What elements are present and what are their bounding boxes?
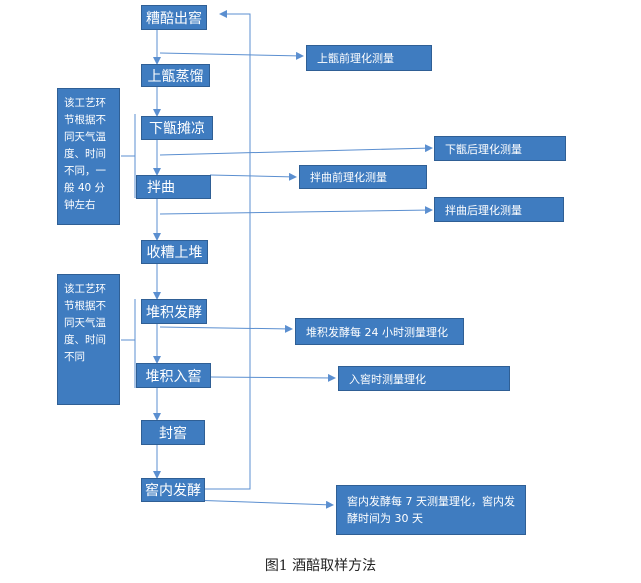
step-into-cellar: 堆积入窖 xyxy=(136,363,211,388)
arrow-measure-3 xyxy=(209,172,297,181)
arrow-measure-5 xyxy=(159,324,293,333)
note-1-bracket xyxy=(121,114,136,198)
step-pile-ferment: 堆积发酵 xyxy=(141,299,207,324)
step-cellar-out: 糟醅出窖 xyxy=(141,5,207,30)
note-2-bracket xyxy=(121,299,136,388)
arrow-measure-4 xyxy=(159,206,433,215)
measure-pile-ferment: 堆积发酵每 24 小时测量理化 xyxy=(295,318,464,345)
arrow-measure-6 xyxy=(209,373,336,382)
step-seal: 封窖 xyxy=(141,420,205,445)
measure-after-mix: 拌曲后理化测量 xyxy=(434,197,564,222)
step-cool: 下甑摊凉 xyxy=(141,116,213,140)
measure-cellar-ferment: 窖内发酵每 7 天测量理化，窖内发酵时间为 30 天 xyxy=(336,485,526,535)
step-pile: 收糟上堆 xyxy=(141,240,208,264)
step-distill: 上甑蒸馏 xyxy=(141,64,210,87)
note-process-duration: 该工艺环节根据不同天气温度、时间不同，一般 40 分钟左右 xyxy=(57,88,120,225)
measure-into-cellar: 入窖时测量理化 xyxy=(338,366,510,391)
measure-before-mix: 拌曲前理化测量 xyxy=(299,165,427,189)
arrow-measure-2 xyxy=(159,144,433,156)
arrow-loop-return xyxy=(205,10,251,490)
measure-before-distill: 上甑前理化测量 xyxy=(306,45,432,71)
figure-caption: 图1 酒醅取样方法 xyxy=(264,558,377,574)
arrow-measure-1 xyxy=(159,51,304,60)
note-process-variation: 该工艺环节根据不同天气温度、时间不同 xyxy=(57,274,120,405)
step-mix-qu: 拌曲 xyxy=(136,175,211,199)
measure-after-cool: 下甑后理化测量 xyxy=(434,136,566,161)
step-cellar-ferment: 窖内发酵 xyxy=(141,478,205,502)
